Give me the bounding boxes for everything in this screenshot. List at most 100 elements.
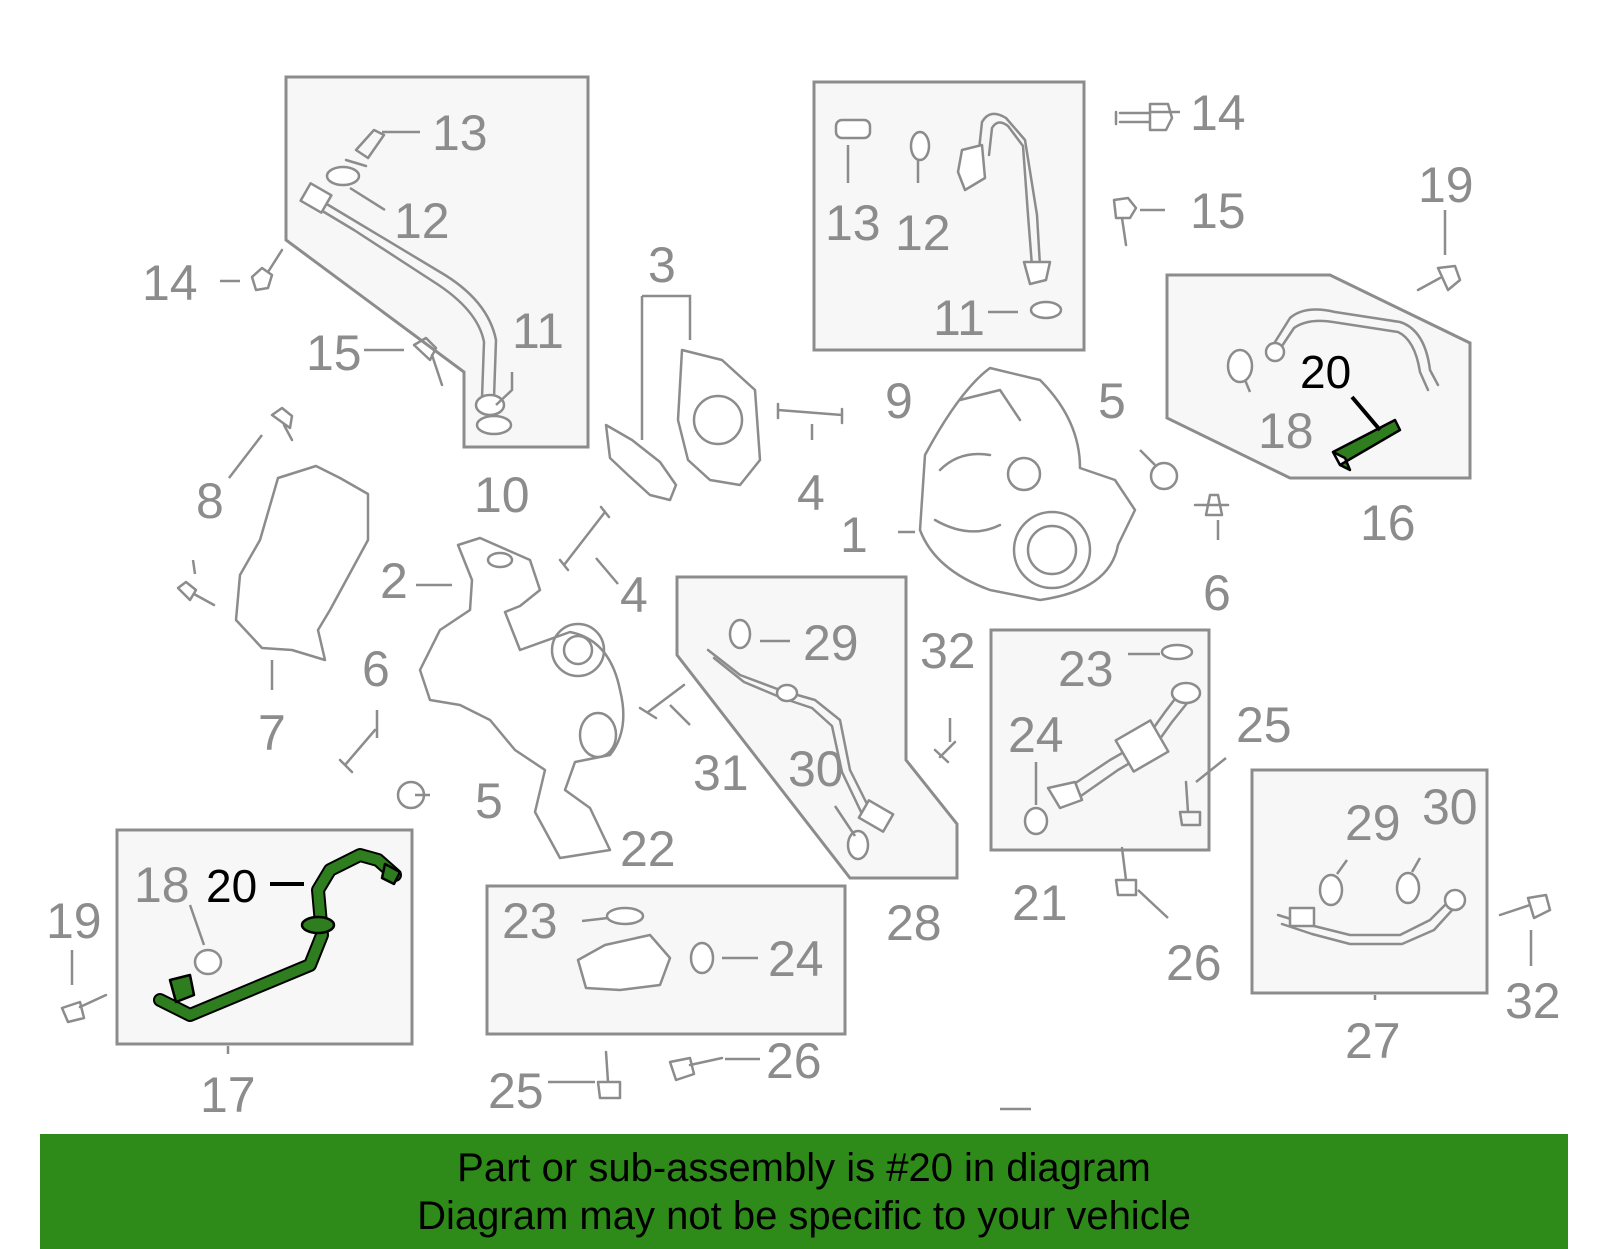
bolt-19-right-icon bbox=[1416, 264, 1462, 292]
callout-3: 3 bbox=[648, 237, 676, 293]
bolt-32-right-icon bbox=[1498, 893, 1552, 920]
gasket-23-upper-icon bbox=[1160, 643, 1194, 661]
gasket-3-large-icon bbox=[676, 348, 762, 487]
callout-14b: 14 bbox=[1190, 85, 1246, 141]
stud-6-left-icon bbox=[338, 728, 377, 774]
part-20-highlighted-small bbox=[1331, 418, 1402, 472]
stud-4-lower-icon bbox=[558, 505, 611, 572]
callout-28: 28 bbox=[886, 895, 942, 951]
egr-valve-22-icon bbox=[576, 933, 672, 992]
callout-19b: 19 bbox=[1418, 157, 1474, 213]
callout-16: 16 bbox=[1360, 495, 1416, 551]
callout-20b: 20 bbox=[206, 860, 257, 912]
callout-24b: 24 bbox=[768, 931, 824, 987]
callout-5a: 5 bbox=[1098, 373, 1126, 429]
callout-19a: 19 bbox=[46, 893, 102, 949]
bolt-15-left-icon bbox=[412, 336, 444, 387]
egr-pipe-21 bbox=[1046, 681, 1202, 810]
callout-4a: 4 bbox=[797, 465, 825, 521]
washer-12-right-icon bbox=[909, 130, 931, 162]
callout-1: 1 bbox=[840, 507, 868, 563]
fitting-13-right-icon bbox=[834, 118, 872, 140]
callout-13a: 13 bbox=[432, 105, 488, 161]
coolant-line-assembly bbox=[956, 112, 1052, 286]
arrow-20-upper bbox=[1350, 395, 1382, 432]
callout-6b: 6 bbox=[362, 641, 390, 697]
washer-11-right-icon bbox=[1029, 300, 1063, 320]
leader-lines bbox=[70, 110, 1533, 1111]
gasket-3-port bbox=[692, 394, 744, 446]
group-box-28 bbox=[675, 575, 959, 880]
banner-line-disclaimer: Diagram may not be specific to your vehi… bbox=[417, 1194, 1191, 1238]
callout-15b: 15 bbox=[1190, 183, 1246, 239]
callout-24a: 24 bbox=[1008, 707, 1064, 763]
bolt-31-icon bbox=[638, 683, 686, 720]
washer-29-right-icon bbox=[1318, 873, 1344, 907]
gasket-24-lower-icon bbox=[689, 941, 715, 975]
bolt-32-left-icon bbox=[933, 740, 957, 764]
washer-12-icon bbox=[325, 165, 361, 187]
callout-15a: 15 bbox=[306, 325, 362, 381]
shield-bolt-8-lower-icon bbox=[176, 580, 216, 607]
callout-23a: 23 bbox=[1058, 641, 1114, 697]
gasket-3-small-icon bbox=[604, 423, 678, 502]
washer-29-left-icon bbox=[728, 618, 752, 650]
stud-6-right-icon bbox=[1193, 493, 1230, 517]
group-box-27 bbox=[1250, 768, 1489, 995]
callout-6a: 6 bbox=[1203, 565, 1231, 621]
callout-8: 8 bbox=[196, 473, 224, 529]
callout-13b: 13 bbox=[825, 195, 881, 251]
egr-tube-27 bbox=[1276, 888, 1467, 946]
callout-labels: 13 12 14 15 11 10 13 12 11 9 14 15 19 3 … bbox=[46, 85, 1561, 1123]
exhaust-manifold-2 bbox=[418, 536, 625, 860]
part-info-banner: Part or sub-assembly is #20 in diagram D… bbox=[40, 1134, 1568, 1249]
washer-18-left-icon bbox=[193, 948, 223, 976]
callout-9: 9 bbox=[885, 373, 913, 429]
callout-20a: 20 bbox=[1300, 346, 1351, 398]
bolt-26-lower-icon bbox=[668, 1056, 724, 1082]
nut-5-upper-icon bbox=[1149, 461, 1179, 491]
callout-11b: 11 bbox=[933, 290, 985, 346]
callout-26b: 26 bbox=[766, 1033, 822, 1089]
callout-5b: 5 bbox=[475, 773, 503, 829]
bolt-26-right-icon bbox=[1114, 846, 1138, 897]
callout-29a: 29 bbox=[803, 615, 859, 671]
callout-23b: 23 bbox=[502, 893, 558, 949]
callout-32a: 32 bbox=[920, 623, 976, 679]
callout-10: 10 bbox=[474, 467, 530, 523]
callout-21: 21 bbox=[1012, 875, 1068, 931]
callout-29b: 29 bbox=[1345, 795, 1401, 851]
callout-22: 22 bbox=[620, 821, 676, 877]
callout-14a: 14 bbox=[142, 255, 198, 311]
washer-30-left-icon bbox=[846, 829, 870, 861]
callout-32b: 32 bbox=[1505, 973, 1561, 1029]
bolt-19-left-icon bbox=[60, 993, 108, 1024]
banner-line-part: Part or sub-assembly is #20 in diagram bbox=[457, 1146, 1151, 1190]
callout-2: 2 bbox=[380, 553, 408, 609]
callout-4b: 4 bbox=[620, 567, 648, 623]
callout-27: 27 bbox=[1345, 1013, 1401, 1069]
callout-30a: 30 bbox=[788, 741, 844, 797]
gasket-24-upper-icon bbox=[1023, 806, 1049, 836]
callout-26a: 26 bbox=[1166, 935, 1222, 991]
bolt-25-right-icon bbox=[1178, 780, 1202, 827]
stud-4-upper-icon bbox=[776, 402, 844, 425]
bolt-14-left-icon bbox=[250, 248, 284, 292]
bolt-15-right-icon bbox=[1112, 196, 1138, 247]
callout-12b: 12 bbox=[895, 205, 951, 261]
callout-7: 7 bbox=[258, 705, 286, 761]
bolt-14-right-icon bbox=[1114, 102, 1174, 132]
washer-30-right-icon bbox=[1395, 871, 1421, 905]
callout-11a: 11 bbox=[512, 303, 564, 359]
callout-25a: 25 bbox=[1236, 697, 1292, 753]
bolt-25-lower-icon bbox=[596, 1050, 622, 1100]
callout-18a: 18 bbox=[134, 857, 190, 913]
oil-feed-line-assembly bbox=[299, 182, 513, 436]
callout-18b: 18 bbox=[1258, 403, 1314, 459]
heat-shield-7 bbox=[234, 464, 370, 662]
gasket-23-lower-icon bbox=[605, 906, 645, 926]
callout-25b: 25 bbox=[488, 1063, 544, 1119]
turbocharger-1 bbox=[918, 366, 1137, 602]
egr-tube-28 bbox=[706, 648, 895, 833]
